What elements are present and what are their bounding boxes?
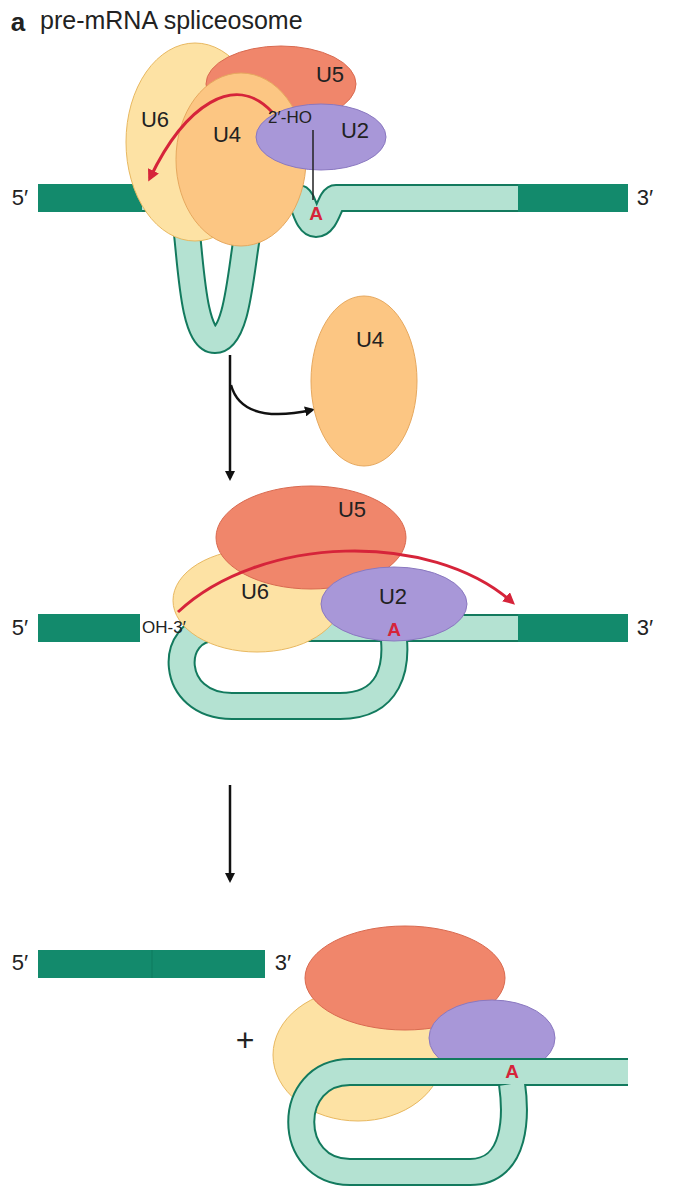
branch-point: A: [309, 203, 323, 225]
exon: [38, 184, 142, 212]
end-label: 5′: [12, 615, 28, 641]
snrnp-label: U5: [316, 62, 344, 88]
end-label: 5′: [12, 185, 28, 211]
step-arrow: [229, 355, 232, 478]
snrnp-label: U2: [341, 118, 369, 144]
branch-point: A: [387, 619, 401, 641]
snrnp-label: U6: [141, 107, 169, 133]
snrnp-label: U4: [213, 122, 241, 148]
snrnp-label: U2: [379, 584, 407, 610]
u4-snrnp: U4: [310, 295, 418, 467]
attack-arrow: [178, 551, 512, 612]
step-arrow: [229, 785, 232, 880]
end-label: 3′: [275, 950, 291, 976]
exon: [518, 614, 628, 642]
exon-junction: [152, 950, 153, 978]
snrnp-label: U4: [356, 327, 384, 353]
attack-arrow: [150, 95, 272, 178]
panel-letter: a: [11, 7, 25, 38]
mrna: [38, 950, 265, 978]
release-arrow: [231, 385, 312, 414]
figure-title: pre-mRNA spliceosome: [40, 6, 303, 35]
exon: [38, 614, 140, 642]
snrnp-shape: [173, 549, 341, 652]
lariat-band: [301, 1072, 628, 1172]
plus-sign: +: [236, 1022, 255, 1059]
hydroxyl-label: 2′-HO: [268, 108, 312, 128]
snrnp-outline: [310, 295, 418, 467]
end-label: 3′: [637, 185, 653, 211]
end-label: 3′: [637, 615, 653, 641]
lariat-outline: [301, 1072, 628, 1172]
snrnp-shape: [256, 104, 386, 170]
snrnp-shape: [321, 567, 467, 641]
exon: [518, 184, 628, 212]
end-label: 5′: [12, 950, 28, 976]
branch-point: A: [505, 1061, 519, 1083]
snrnp-label: U5: [338, 497, 366, 523]
snrnp-shape: [311, 296, 417, 466]
branch-bond: [312, 130, 314, 200]
hydroxyl-label: OH-3′: [142, 618, 186, 638]
